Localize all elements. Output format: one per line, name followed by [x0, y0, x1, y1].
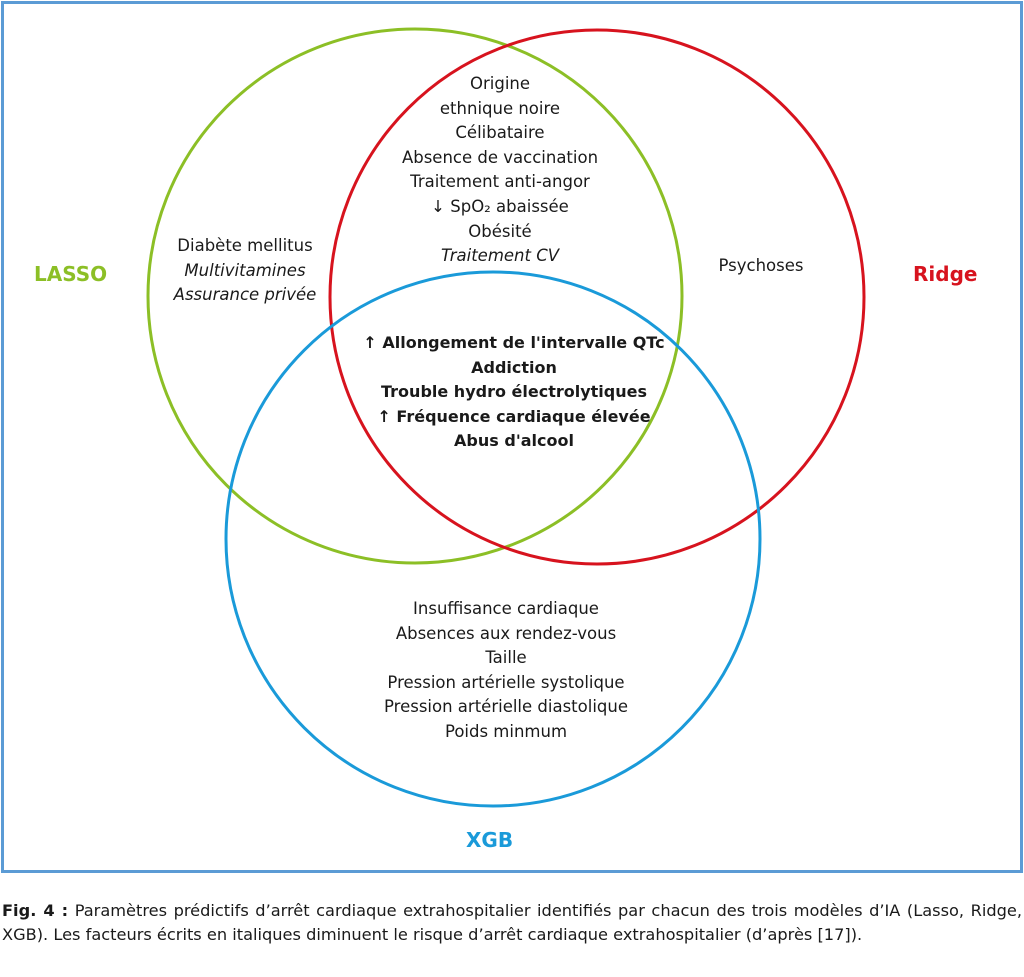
- factor-item: ↑ Allongement de l'intervalle QTc: [363, 333, 665, 352]
- factor-item: Trouble hydro électrolytiques: [381, 382, 647, 402]
- ridge-label: Ridge: [913, 262, 978, 286]
- factor-item: ↑ Fréquence cardiaque élevée: [377, 406, 651, 426]
- factor-item: Traitement anti-angor: [410, 172, 590, 192]
- xgb-label: XGB: [466, 828, 514, 852]
- factor-item: Poids minmum: [444, 721, 568, 741]
- venn-diagram: [146, 27, 866, 808]
- lasso-label: LASSO: [34, 262, 108, 286]
- factor-item: Traitement CV: [440, 246, 560, 266]
- factor-item: Taille: [485, 648, 527, 668]
- factor-item: Addiction: [471, 357, 557, 377]
- factor-item: Pression artérielle systolique: [387, 672, 625, 692]
- xgb-circle: [224, 270, 762, 808]
- factor-item: Abus d'alcool: [454, 431, 574, 451]
- factor-item: Absence de vaccination: [401, 147, 599, 167]
- figure-frame: [1, 1, 1023, 873]
- caption-text: Paramètres prédictifs d’arrêt cardiaque …: [2, 901, 1023, 944]
- factor-item: ↓ SpO₂ abaissée: [431, 196, 569, 216]
- factor-item: Origine: [469, 74, 531, 93]
- factor-item: Multivitamines: [184, 260, 306, 280]
- factor-item: Absences aux rendez-vous: [395, 623, 617, 643]
- factor-item: Pression artérielle diastolique: [384, 697, 628, 717]
- figure-caption: Fig. 4 : Paramètres prédictifs d’arrêt c…: [2, 899, 1022, 946]
- caption-lead: Fig. 4 :: [2, 901, 69, 920]
- ridge-circle: [328, 28, 866, 566]
- factor-item: Célibataire: [455, 123, 545, 143]
- factor-item: Psychoses: [718, 256, 804, 275]
- region-ridge-only: Psychoses: [719, 254, 804, 279]
- factor-item: Diabète mellitus: [177, 236, 313, 255]
- factor-item: ethnique noire: [439, 98, 561, 118]
- factor-item: Obésité: [468, 221, 532, 241]
- factor-item: Assurance privée: [173, 285, 317, 305]
- factor-item: Insuffisance cardiaque: [413, 599, 599, 618]
- lasso-circle: [146, 27, 684, 565]
